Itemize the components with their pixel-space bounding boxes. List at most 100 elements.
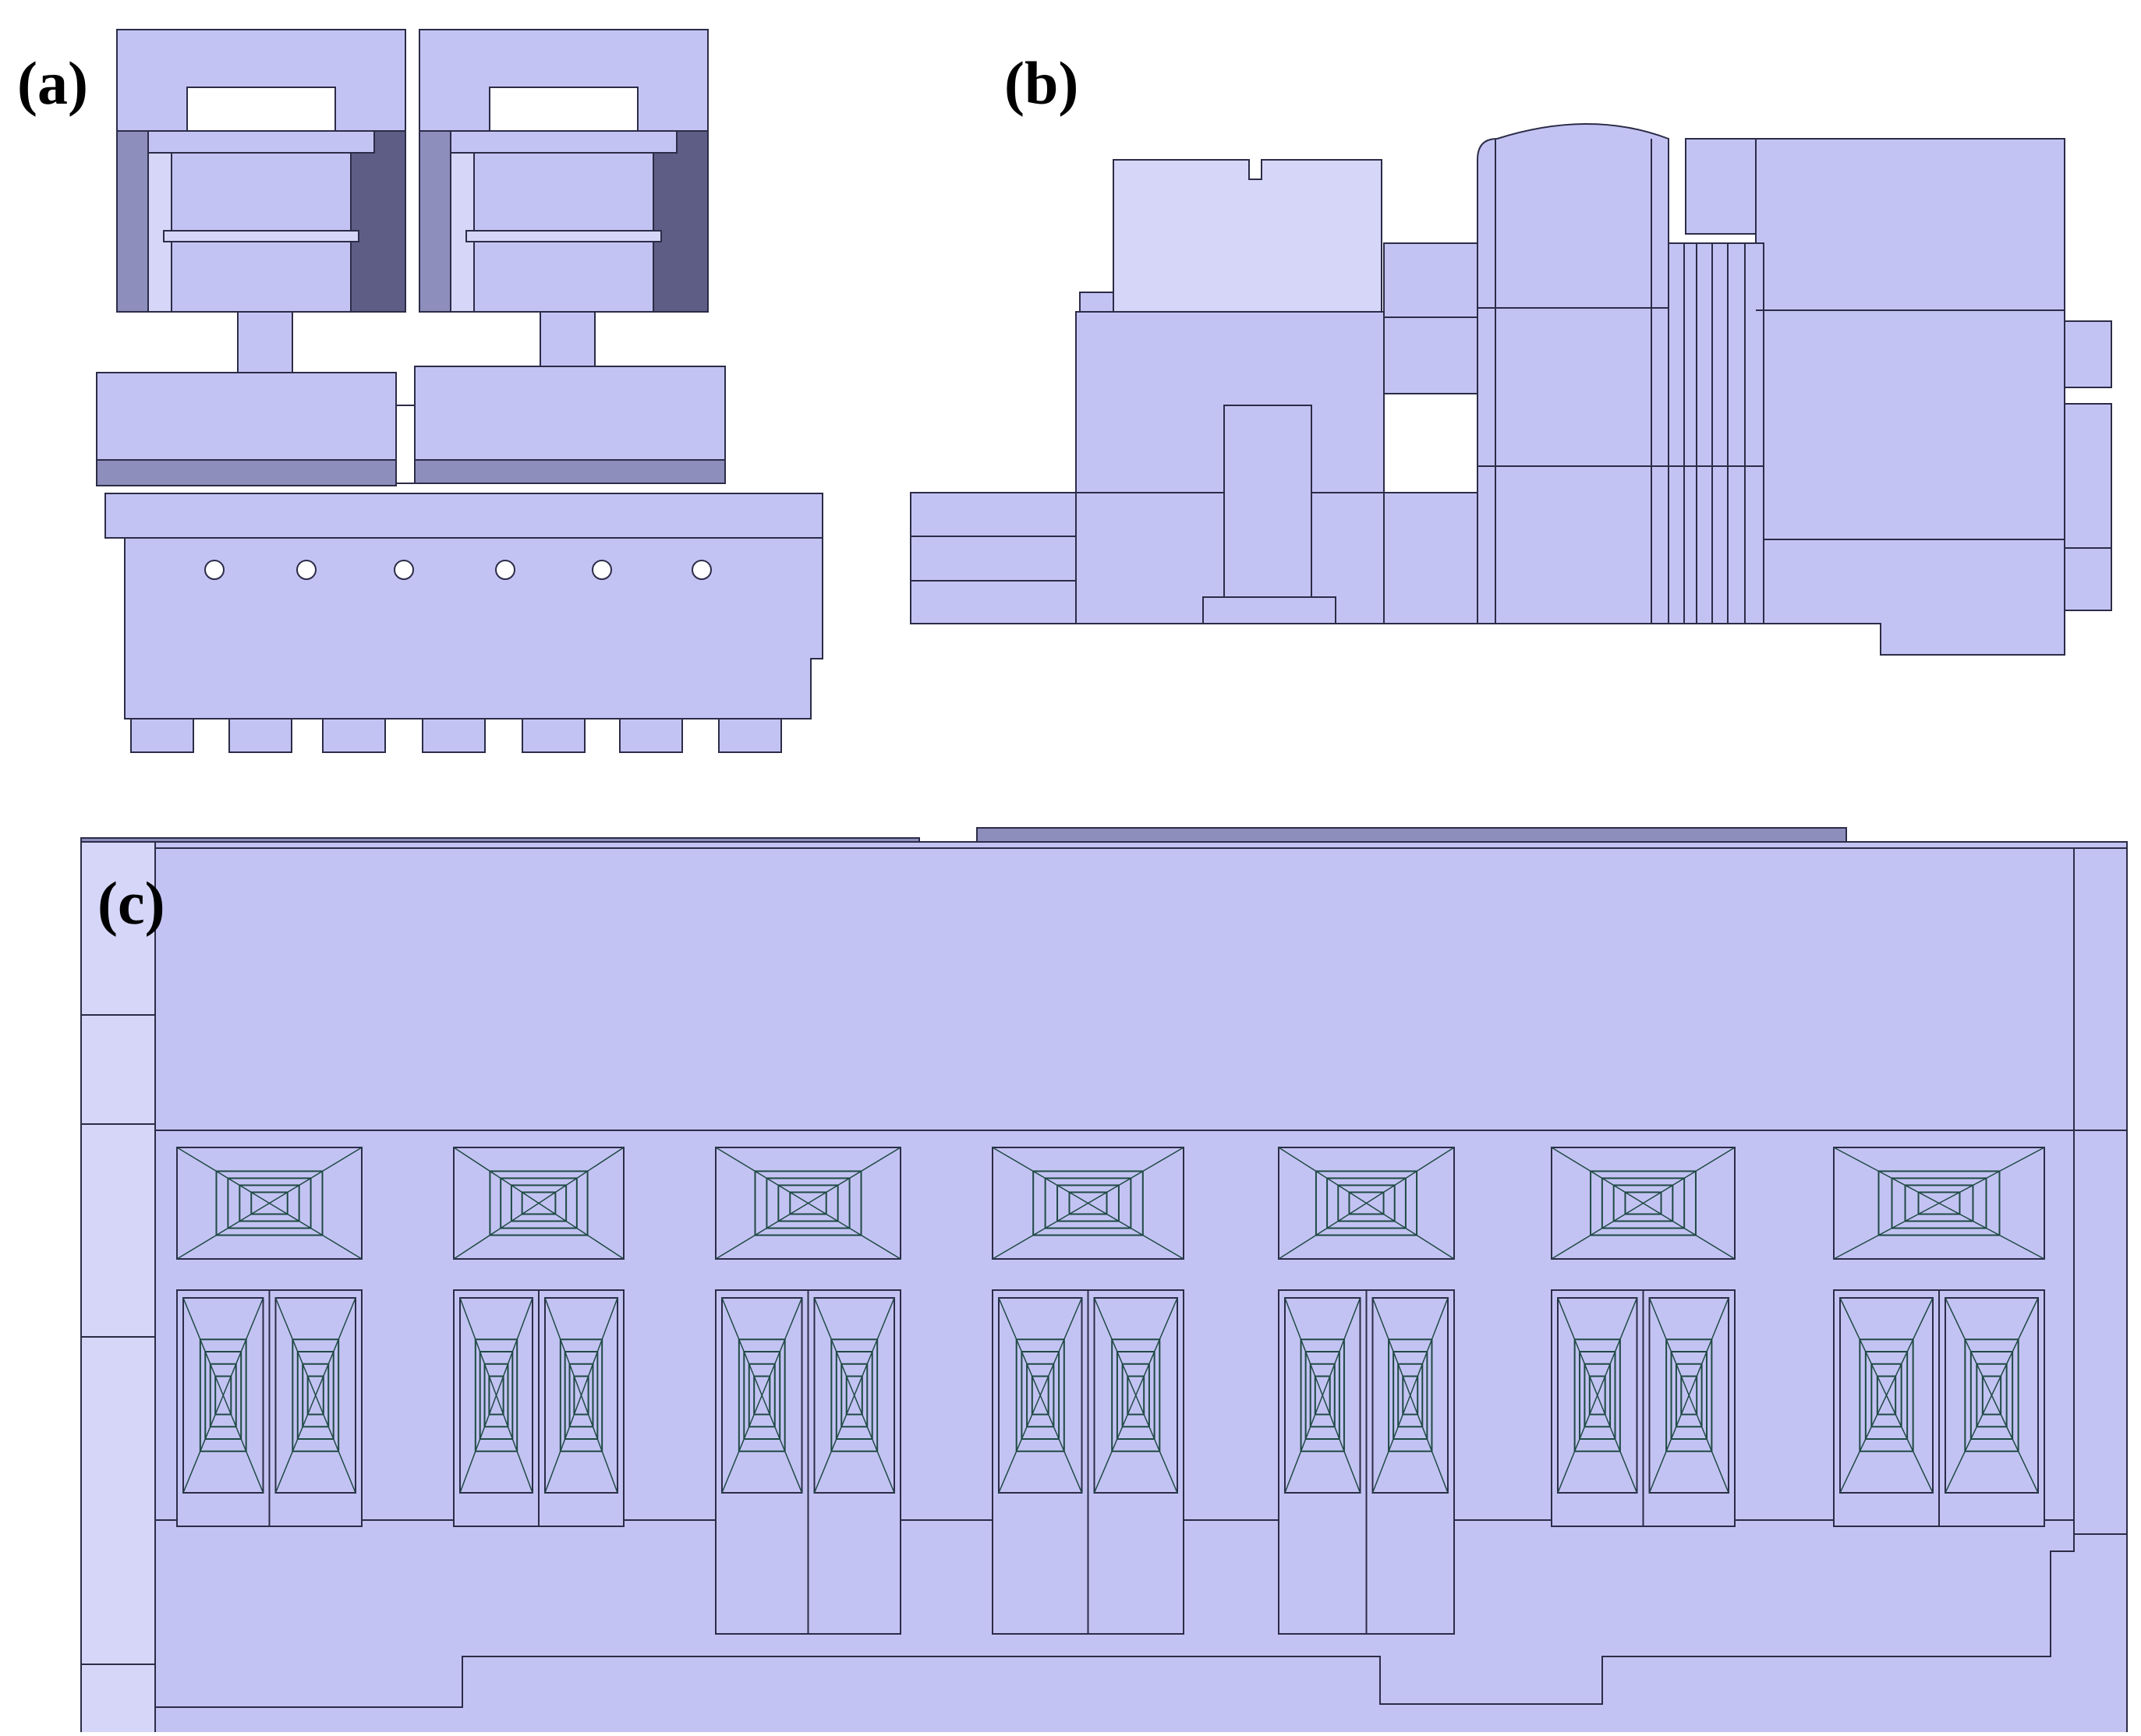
clamp-left-jaw	[116, 130, 149, 313]
c-door-fixture-right-6-ring-4	[1680, 1375, 1698, 1416]
base-foot-2	[228, 718, 292, 753]
c-door-fixture-right-3-ring-3	[840, 1363, 869, 1428]
c-door-fixture-right-5-ring-2	[1393, 1351, 1428, 1440]
c-top-fixture-5-diag-4	[1366, 1202, 1455, 1260]
c-top-fixture-2-diag-2	[538, 1147, 625, 1204]
b-side-stub-2	[2064, 403, 2112, 549]
c-door-fixture-right-4-ring-3	[1121, 1363, 1150, 1428]
c-top-fixture-7-ring-1	[1877, 1170, 2001, 1236]
c-top-fixture-3-ring-2	[766, 1177, 851, 1229]
c-top-fixture-3-diag-2	[808, 1147, 901, 1204]
c-door-fixture-left-3-diag-4	[761, 1395, 803, 1494]
c-door-fixture-right-6-ring-2	[1670, 1351, 1707, 1440]
c-top-fixture-1-ring-2	[227, 1177, 312, 1229]
c-top-fixture-5-ring-1	[1315, 1170, 1418, 1236]
panel-a-front-view	[96, 29, 823, 753]
c-door-fixture-right-3-diag-3	[813, 1395, 855, 1494]
c-top-fixture-4-ring-3	[1056, 1184, 1120, 1222]
clamp-right-jaw	[350, 130, 406, 313]
c-top-fixture-6-diag-2	[1643, 1147, 1736, 1204]
base-foot-1	[130, 718, 194, 753]
c-top-fixture-4-diag-3	[992, 1202, 1088, 1260]
c-top-fixture-5-ring-3	[1337, 1184, 1396, 1222]
c-door-fixture-left-2-diag-3	[459, 1395, 497, 1494]
c-door-fixture-right-4-diag-3	[1093, 1395, 1137, 1494]
c-column-7	[1833, 1147, 2045, 1527]
b-door-threshold	[1202, 596, 1336, 624]
c-top-fixture-3-ring-1	[754, 1170, 862, 1236]
c-door-fixture-left-1-ring-2	[204, 1351, 242, 1440]
c-door-fixture-left-4-diag-4	[1039, 1395, 1083, 1494]
b-side-stub-3	[2064, 547, 2112, 611]
c-column-3	[715, 1147, 901, 1635]
c-door-fixture-left-2-diag-1	[459, 1297, 497, 1396]
c-door-fixture-right-1-diag-3	[274, 1395, 317, 1494]
c-door-fixture-left-1-diag-1	[182, 1297, 224, 1396]
c-door-fixture-right-7-ring-4	[1981, 1375, 2002, 1416]
c-top-fixture-2-diag-3	[453, 1202, 540, 1260]
c-door-fixture-right-3-diag-4	[854, 1395, 895, 1494]
c-door-fixture-left-6-ring-4	[1588, 1375, 1606, 1416]
b-drum	[1477, 123, 1669, 624]
c-door-fixture-left-6-diag-3	[1557, 1395, 1598, 1494]
clamp-stem	[540, 311, 596, 373]
c-column-1	[176, 1147, 363, 1527]
c-door-fixture-left-1-diag-3	[182, 1395, 224, 1494]
clamp-window	[186, 87, 336, 135]
c-door-fixture-right-1-diag-1	[274, 1297, 317, 1396]
c-top-fixture-4-diag-1	[992, 1147, 1088, 1204]
c-door-fixture-left-2-diag-2	[495, 1297, 533, 1396]
c-top-fixture-3-diag-3	[715, 1202, 809, 1260]
c-door-fixture-left-6-diag-4	[1597, 1395, 1638, 1494]
c-door-fixture-right-2-ring-1	[559, 1338, 603, 1452]
c-door-fixture-right-6-diag-4	[1688, 1395, 1729, 1494]
c-door-fixture-left-5-diag-4	[1322, 1395, 1361, 1494]
c-door-fixture-right-4-diag-1	[1093, 1297, 1137, 1396]
c-door-fixture-right-5-ring-1	[1388, 1338, 1433, 1452]
base-block	[104, 493, 823, 720]
c-door-fixture-right-2-ring-2	[564, 1351, 599, 1440]
c-top-fixture-4-diag-2	[1088, 1147, 1184, 1204]
c-door-fixture-right-5-ring-4	[1402, 1375, 1419, 1416]
c-door-fixture-left-4-diag-1	[998, 1297, 1041, 1396]
c-door-fixture-right-4-diag-2	[1135, 1297, 1178, 1396]
b-left-arm	[910, 492, 1077, 624]
c-door-fixture-left-4-diag-3	[998, 1395, 1041, 1494]
panel-b-side-view	[910, 123, 2112, 656]
c-door-fixture-right-4-ring-2	[1116, 1351, 1155, 1440]
c-door-fixture-left-4-ring-4	[1031, 1375, 1049, 1416]
c-side-pillar	[80, 841, 156, 1736]
c-door-fixture-left-7-ring-2	[1864, 1351, 1909, 1440]
c-top-fixture-7-ring-3	[1904, 1184, 1974, 1222]
c-door-fixture-left-5-diag-2	[1322, 1297, 1361, 1396]
panel-a-label: (a)	[17, 49, 88, 117]
c-top-fixture-6-diag-3	[1551, 1202, 1644, 1260]
c-door-fixture-left-6-diag-2	[1597, 1297, 1638, 1396]
c-door-fixture-right-5-diag-3	[1371, 1395, 1411, 1494]
c-door-fixture-left-5-diag-1	[1284, 1297, 1323, 1396]
clamp-left-jaw-face	[147, 130, 172, 313]
c-column-2	[453, 1147, 625, 1527]
c-door-fixture-right-7-diag-4	[1991, 1395, 2039, 1494]
bolt-hole-3	[394, 560, 414, 580]
c-top-fixture-2-ring-1	[489, 1170, 589, 1236]
c-top-fixture-1-ring-3	[239, 1184, 300, 1222]
panel-c-label: (c)	[97, 869, 165, 937]
c-top-fixture-6-ring-1	[1590, 1170, 1697, 1236]
base-foot-7	[718, 718, 782, 753]
b-door-opening	[1223, 405, 1312, 601]
c-door-fixture-right-5-diag-1	[1371, 1297, 1411, 1396]
c-door-fixture-left-3-ring-1	[738, 1338, 786, 1452]
b-side-stub-1	[2064, 320, 2112, 388]
c-door-fixture-left-5-ring-4	[1314, 1375, 1331, 1416]
c-door-fixture-left-4-ring-1	[1015, 1338, 1065, 1452]
c-top-fixture-5-diag-2	[1366, 1147, 1455, 1204]
c-top-fixture-6-ring-2	[1601, 1177, 1686, 1229]
base-foot-5	[522, 718, 586, 753]
c-door-fixture-right-2-diag-3	[544, 1395, 582, 1494]
c-door-fixture-right-3-ring-2	[835, 1351, 873, 1440]
c-door-fixture-left-7-ring-1	[1859, 1338, 1914, 1452]
c-door-fixture-left-7-diag-2	[1885, 1297, 1934, 1396]
c-door-fixture-left-3-ring-3	[748, 1363, 776, 1428]
